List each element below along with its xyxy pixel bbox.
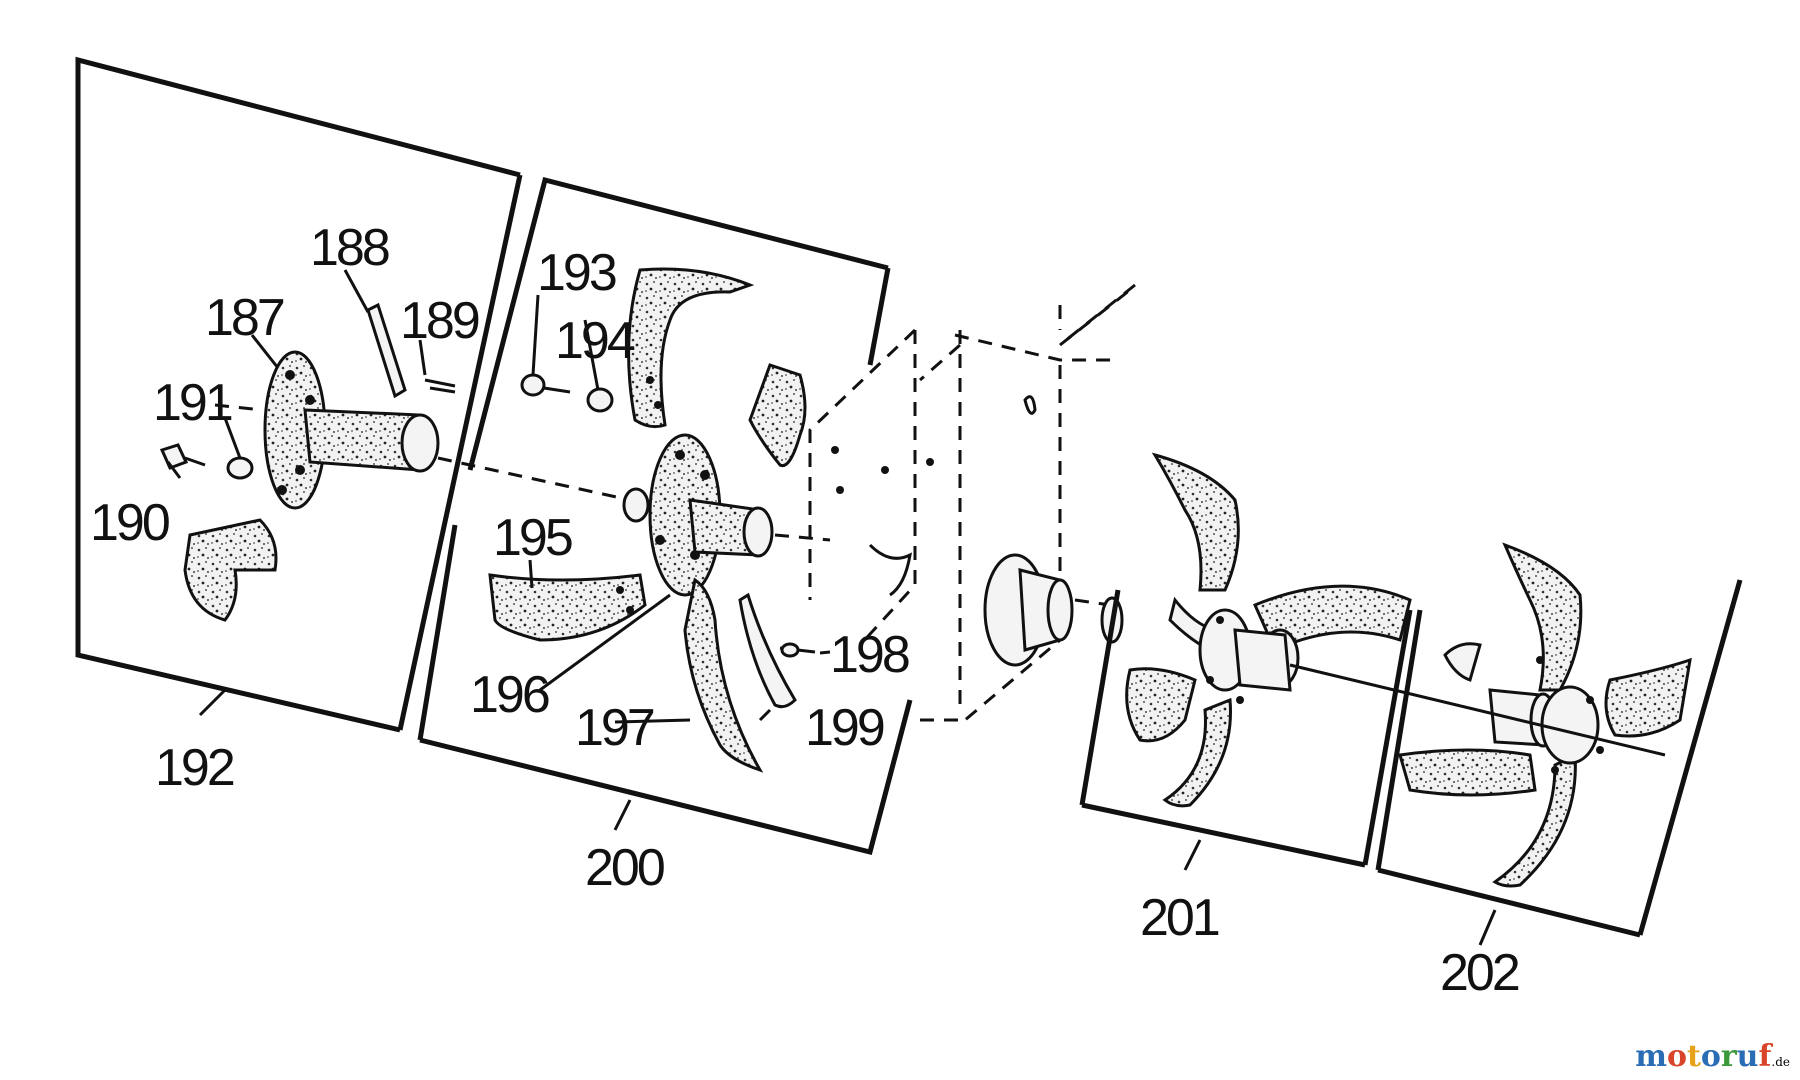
- tine-195: [488, 573, 647, 642]
- label-189: 189: [400, 292, 479, 350]
- watermark-letter: t: [1686, 1039, 1701, 1074]
- label-199: 199: [805, 699, 884, 757]
- label-201: 201: [1140, 889, 1219, 947]
- tine-199: [738, 592, 797, 709]
- label-190: 190: [90, 494, 169, 552]
- label-195: 195: [493, 509, 572, 567]
- label-187: 187: [205, 289, 284, 347]
- watermark-letter: o: [1666, 1039, 1687, 1074]
- tine-piece-right: [748, 363, 807, 468]
- shaft-bearing: [983, 553, 1124, 667]
- label-192: 192: [155, 739, 234, 797]
- part-labels: 187 188 189 191 190 192 193 194 195 196 …: [90, 219, 1522, 1002]
- tine-blade-upper: [627, 267, 755, 429]
- bolt-193: [520, 373, 571, 397]
- label-188: 188: [310, 219, 389, 277]
- watermark-letter: o: [1700, 1039, 1721, 1074]
- tine-rotor-202: [1398, 542, 1692, 888]
- lynch-pin-188: [366, 302, 407, 399]
- washer-194: [586, 387, 614, 413]
- frame-201: [1079, 589, 1413, 868]
- label-198: 198: [830, 626, 909, 684]
- label-200: 200: [585, 839, 664, 897]
- tine-piece-192: [183, 518, 278, 622]
- motoruf-watermark: motoruf.de: [1635, 1039, 1790, 1074]
- label-193: 193: [537, 244, 616, 302]
- hub-flange-196: [622, 433, 774, 597]
- frame-192: [75, 56, 523, 733]
- label-202: 202: [1440, 944, 1519, 1002]
- watermark-suffix: .de: [1771, 1055, 1790, 1069]
- hub-flange-187: [263, 350, 440, 510]
- watermark-letter: u: [1736, 1039, 1759, 1074]
- tine-rotor-201: [1125, 452, 1412, 808]
- watermark-letters: motoruf: [1635, 1039, 1771, 1074]
- watermark-letter: m: [1635, 1039, 1667, 1074]
- bolt-198: [779, 642, 816, 658]
- frame-200: [417, 176, 913, 856]
- label-191: 191: [153, 374, 232, 432]
- nut-191: [226, 456, 254, 480]
- clip-189: [424, 378, 456, 394]
- watermark-letter: r: [1720, 1039, 1737, 1074]
- leader-lines: [166, 269, 1497, 946]
- label-197: 197: [575, 699, 654, 757]
- label-194: 194: [555, 312, 635, 370]
- frame-202: [1375, 579, 1743, 938]
- label-196: 196: [470, 666, 549, 724]
- watermark-letter: f: [1758, 1039, 1772, 1074]
- tine-197: [683, 577, 764, 773]
